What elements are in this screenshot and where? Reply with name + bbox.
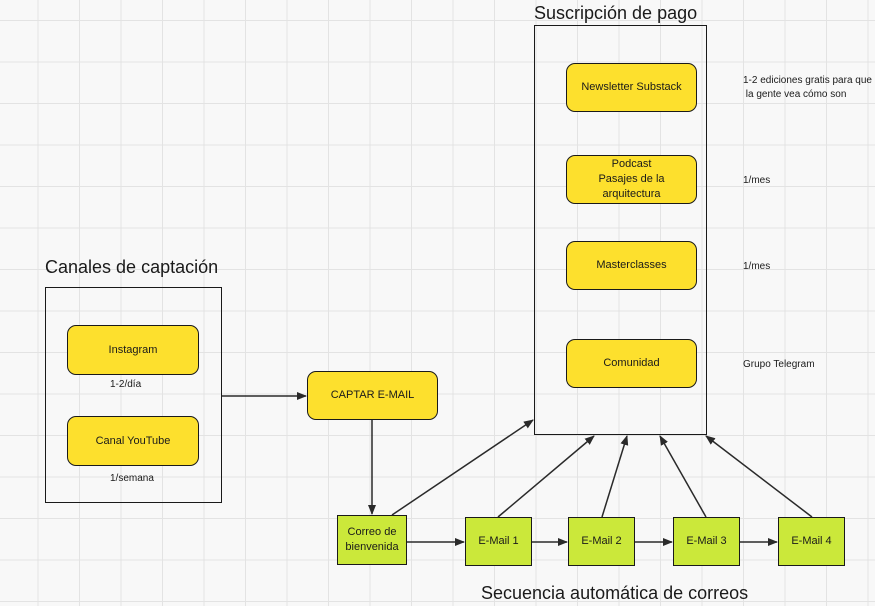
arrow-email4-to-suscripcion [705, 435, 813, 518]
comunidad-note: Grupo Telegram [743, 359, 815, 370]
arrow-email1-to-suscripcion [497, 435, 595, 518]
youtube-sticky[interactable]: Canal YouTube [67, 416, 199, 466]
secuencia-heading: Secuencia automática de correos [481, 583, 749, 603]
suscripcion-frame[interactable] [534, 25, 707, 435]
arrow-email3-to-suscripcion [659, 435, 707, 518]
newsletter-note: 1-2 ediciones gratis para que la gente v… [743, 75, 872, 100]
correo-bienvenida-box[interactable]: Correo de bienvenida [337, 515, 407, 565]
arrow-email2-to-suscripcion [601, 435, 629, 518]
podcast-sticky[interactable]: Podcast Pasajes de la arquitectura [566, 155, 697, 204]
podcast-frequency-note: 1/mes [743, 175, 771, 186]
email-4-box[interactable]: E-Mail 4 [778, 517, 845, 566]
instagram-frequency-note: 1-2/día [110, 379, 142, 390]
arrow-bienvenida-to-suscripcion [391, 419, 534, 516]
canales-heading: Canales de captación [45, 257, 219, 277]
canales-frame[interactable] [45, 287, 222, 503]
newsletter-sticky[interactable]: Newsletter Substack [566, 63, 697, 112]
captar-email-sticky[interactable]: CAPTAR E-MAIL [307, 371, 438, 420]
suscripcion-heading: Suscripción de pago [534, 3, 698, 23]
masterclasses-sticky[interactable]: Masterclasses [566, 241, 697, 290]
youtube-frequency-note: 1/semana [110, 473, 154, 484]
masterclasses-frequency-note: 1/mes [743, 261, 771, 272]
email-1-box[interactable]: E-Mail 1 [465, 517, 532, 566]
email-2-box[interactable]: E-Mail 2 [568, 517, 635, 566]
comunidad-sticky[interactable]: Comunidad [566, 339, 697, 388]
email-3-box[interactable]: E-Mail 3 [673, 517, 740, 566]
instagram-sticky[interactable]: Instagram [67, 325, 199, 375]
